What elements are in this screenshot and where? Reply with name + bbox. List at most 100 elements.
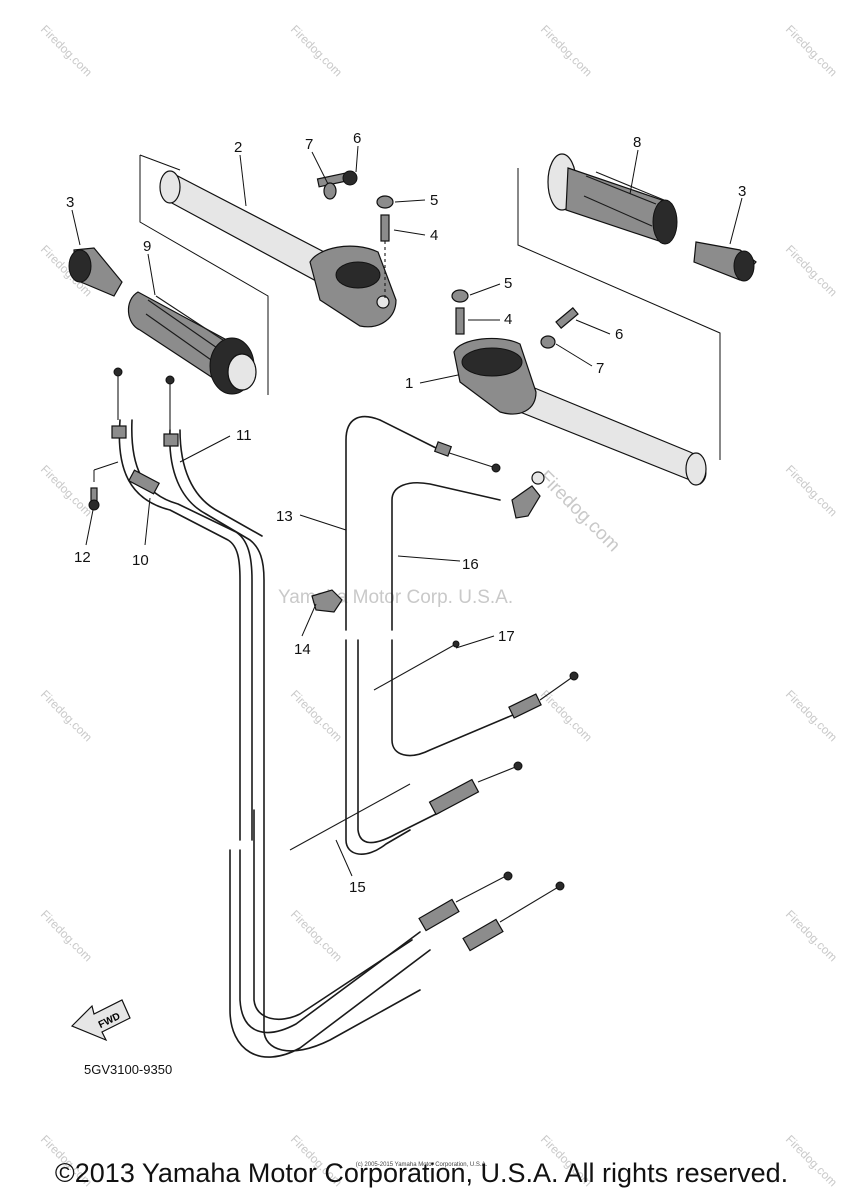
callout-11: 11	[236, 427, 252, 444]
cable-15	[357, 639, 441, 844]
callout-4a: 4	[430, 227, 438, 244]
leader-2	[239, 154, 247, 207]
leader-5a	[394, 199, 426, 203]
leader-3a	[71, 209, 81, 246]
watermark-tile: Firedog.com	[38, 22, 95, 79]
reference-frame-right	[517, 168, 721, 460]
callout-14: 14	[294, 641, 311, 658]
fwd-arrow-shape	[70, 999, 131, 1042]
cable-16-eye	[531, 471, 545, 485]
callout-2: 2	[234, 139, 242, 156]
cable-16-end	[569, 671, 579, 681]
left-clamp-bore	[335, 261, 381, 289]
cable-17-inner	[373, 643, 457, 691]
right-grip-pattern	[583, 171, 665, 227]
callout-8: 8	[633, 134, 641, 151]
throttle-cable-11	[169, 429, 421, 1052]
bolt-6-right	[555, 307, 579, 329]
reference-line	[139, 154, 181, 171]
watermark-tile: Firedog.com	[783, 907, 840, 964]
leader-7a	[311, 151, 329, 185]
callout-12: 12	[74, 549, 91, 566]
leader-lines	[71, 145, 743, 877]
leader-9	[147, 253, 156, 296]
watermark-tile: Firedog.com	[38, 907, 95, 964]
right-grip-assembly	[547, 153, 757, 282]
cable-16-wire	[539, 675, 575, 701]
leader-17	[455, 635, 495, 649]
watermark-tile: Firedog.com	[538, 22, 595, 79]
watermark-tile: Firedog.com	[783, 462, 840, 519]
cable-15-wire	[477, 765, 519, 783]
leader-1	[419, 374, 459, 384]
reference-frame-left	[139, 155, 269, 395]
watermark-tile: Firedog.com	[783, 22, 840, 79]
cable-13-ferrule	[433, 441, 453, 457]
fwd-arrow: FWD	[70, 999, 131, 1042]
watermark-tile: Firedog.com	[288, 907, 345, 964]
left-handlebar-end	[159, 170, 181, 204]
copyright-footer: ©2013 Yamaha Motor Corporation, U.S.A. A…	[54, 1158, 789, 1188]
washer-7-left	[323, 182, 337, 200]
bar-end-3-left-face	[68, 249, 92, 283]
throttle-cable-10-sheath	[131, 419, 253, 841]
watermark-tile: Firedog.com	[288, 22, 345, 79]
callout-9: 9	[143, 238, 151, 255]
lower-cable-end-b	[555, 881, 565, 891]
left-handlebar-assembly	[139, 154, 397, 395]
throttle-cable-11-sheath	[179, 429, 263, 537]
lower-cable-wire-a	[455, 875, 507, 903]
watermark-tile: Firedog.com	[38, 687, 95, 744]
cable-16-lower	[391, 639, 521, 757]
leader-5b	[469, 283, 501, 296]
leader-6a	[355, 145, 359, 173]
throttle-cable-10	[118, 419, 241, 841]
cable-15-inner	[289, 783, 411, 851]
cable-15-adjuster	[428, 778, 480, 816]
throttle-cable-end-b	[165, 375, 175, 385]
callout-7b: 7	[596, 360, 604, 377]
right-handlebar-end	[685, 452, 707, 486]
watermark-tile: Firedog.com	[288, 687, 345, 744]
right-grip-end	[652, 199, 678, 245]
leader-12-bracket-h	[93, 461, 119, 471]
leader-14	[301, 603, 317, 637]
callout-15: 15	[349, 879, 366, 896]
leader-10	[144, 497, 151, 546]
callout-5b: 5	[504, 275, 512, 292]
clip-14	[311, 589, 343, 613]
leader-6b	[575, 319, 611, 335]
left-clamp-hole	[376, 295, 390, 309]
washer-7-right	[540, 335, 556, 349]
cable-15-end	[513, 761, 523, 771]
cable-16-adjuster	[508, 693, 542, 719]
fineprint-copyright: (c) 2005-2015 Yamaha Motor Corporation, …	[355, 1162, 488, 1168]
throttle-cable-end-a	[113, 367, 123, 377]
watermark-layer: Yamaha Motor Corp. U.S.A. Firedog.com Fi…	[38, 22, 840, 1189]
lower-cable-c	[253, 809, 413, 1021]
leader-7b	[555, 343, 593, 367]
cable-13-lower	[345, 639, 411, 855]
cable-routing	[88, 367, 579, 1058]
leader-11	[179, 435, 231, 463]
watermark-tile: Firedog.com	[783, 687, 840, 744]
throttle-adjuster-a	[111, 425, 127, 439]
cable-13-end	[491, 463, 501, 473]
callout-6b: 6	[615, 326, 623, 343]
cable-17-end	[452, 640, 460, 648]
leader-3b	[729, 197, 743, 245]
cable-13	[345, 415, 441, 631]
left-grip-assembly	[68, 247, 257, 395]
throttle-cable-ferrule-10	[128, 469, 160, 495]
cable-adjuster-lower-b	[462, 918, 504, 952]
lower-cable-end-a	[503, 871, 513, 881]
screw-12-head	[88, 499, 100, 511]
left-handlebar-tube	[160, 171, 331, 283]
callout-6a: 6	[353, 130, 361, 147]
watermark-firedog: Firedog.com	[534, 467, 624, 557]
lower-cable-wire-b	[499, 885, 561, 923]
cable-16-fitting	[511, 485, 541, 519]
callout-10: 10	[132, 552, 149, 569]
bolt-6-head-left	[342, 170, 358, 186]
